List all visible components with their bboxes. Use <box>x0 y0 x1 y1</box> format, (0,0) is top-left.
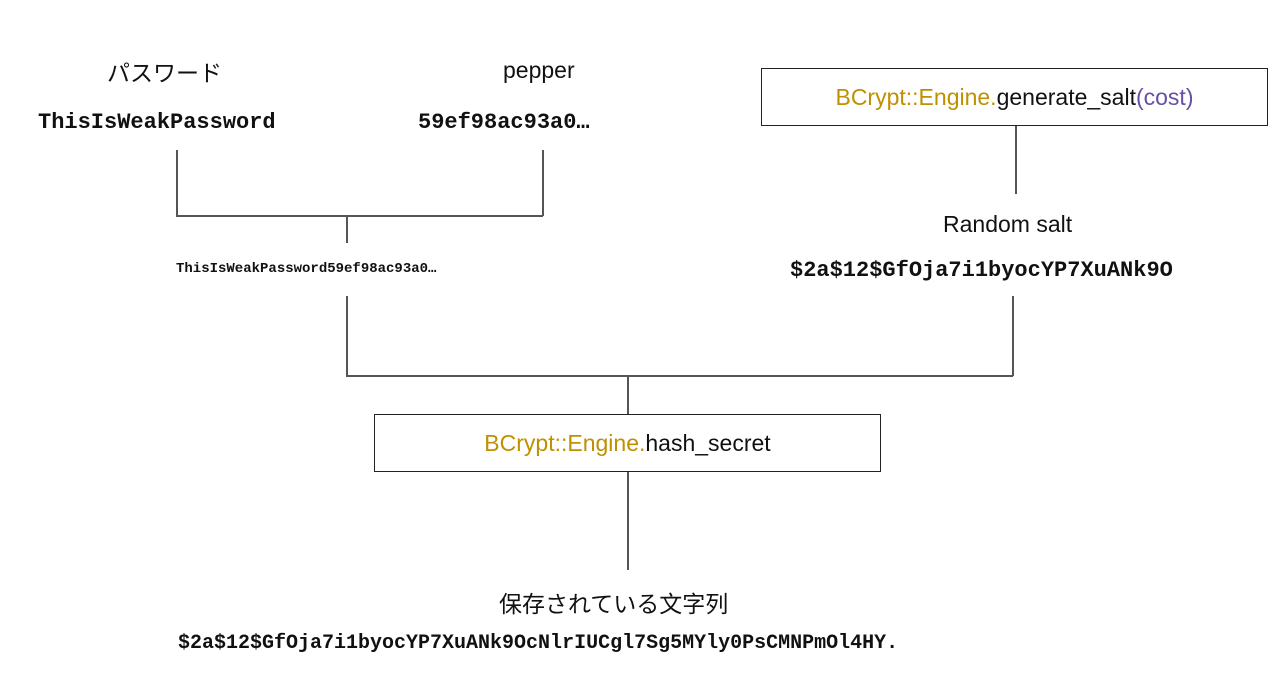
hash-secret-box: BCrypt::Engine.hash_secret <box>374 414 881 472</box>
merge-bracket-top <box>176 215 543 217</box>
salt-value: $2a$12$GfOja7i1byocYP7XuANk9O <box>790 258 1173 283</box>
hash-input-line <box>627 375 629 415</box>
result-value: $2a$12$GfOja7i1byocYP7XuANk9OcNlrIUCgl7S… <box>178 632 899 655</box>
salt-label: Random salt <box>943 211 1073 237</box>
generate-salt-connector <box>1015 126 1017 194</box>
password-label: パスワード <box>107 60 222 86</box>
password-value: ThisIsWeakPassword <box>38 110 276 135</box>
hash-secret-method: hash_secret <box>645 429 771 456</box>
generate-salt-arg: cost <box>1143 83 1186 110</box>
pepper-connector <box>542 150 544 216</box>
generate-salt-paren-open: ( <box>1135 83 1144 110</box>
merge-drop-line <box>346 215 348 243</box>
result-label: 保存されている文字列 <box>499 591 729 617</box>
generate-salt-class: BCrypt::Engine. <box>835 83 997 110</box>
pepper-label: pepper <box>503 57 575 83</box>
generate-salt-box: BCrypt::Engine.generate_salt(cost) <box>761 68 1268 126</box>
combined-connector <box>346 296 348 376</box>
salt-connector <box>1012 296 1014 376</box>
generate-salt-paren-close: ) <box>1185 83 1194 110</box>
password-connector <box>176 150 178 216</box>
merge-bracket-bottom <box>346 375 1013 377</box>
hash-secret-class: BCrypt::Engine. <box>484 429 646 456</box>
pepper-value: 59ef98ac93a0… <box>418 110 590 135</box>
generate-salt-method: generate_salt <box>996 83 1136 110</box>
hash-output-line <box>627 472 629 570</box>
combined-value: ThisIsWeakPassword59ef98ac93a0… <box>176 261 437 277</box>
